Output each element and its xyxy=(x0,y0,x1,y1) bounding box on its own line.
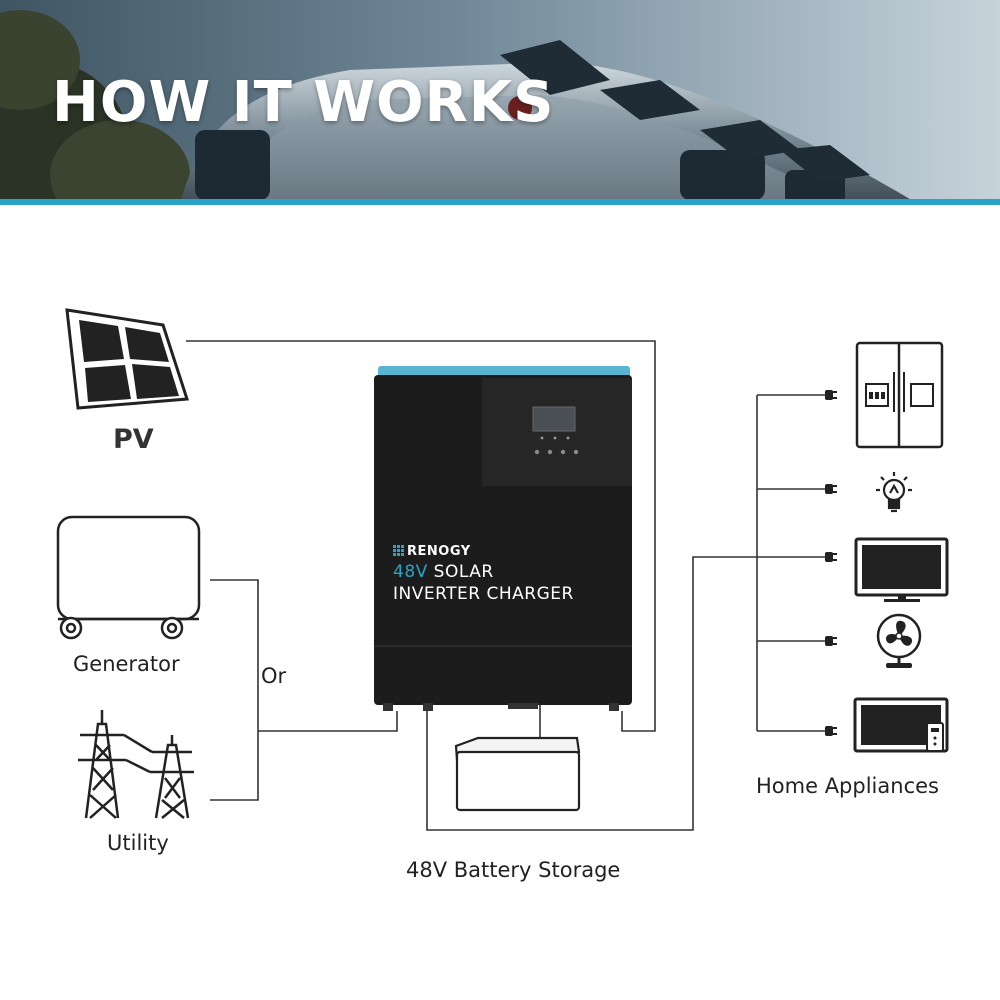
source-selector-wire xyxy=(210,579,259,801)
plug-icon xyxy=(825,636,837,646)
plug-icon xyxy=(825,726,837,736)
banner-title: HOW IT WORKS xyxy=(52,70,555,135)
generator-label: Generator xyxy=(73,652,180,676)
plug-icon xyxy=(825,552,837,562)
utility-label: Utility xyxy=(107,831,169,855)
brand-name: RENOGY xyxy=(407,544,471,559)
brand-grid-icon xyxy=(393,545,404,556)
or-label: Or xyxy=(261,664,287,688)
solar-panel-icon xyxy=(65,308,190,410)
lcd-display xyxy=(532,406,576,432)
device-voltage: 48V xyxy=(393,562,428,582)
ac-output-wire xyxy=(426,556,825,831)
fan-icon xyxy=(876,613,922,668)
wiring xyxy=(186,340,825,831)
battery-label: 48V Battery Storage xyxy=(406,858,621,882)
power-tower-icon xyxy=(78,710,194,819)
ac-input-wire xyxy=(258,711,398,732)
tv-icon xyxy=(854,537,949,602)
pv-label: PV xyxy=(113,424,154,455)
device-title-line2: INVERTER CHARGER xyxy=(393,584,574,604)
brand-logo: RENOGY xyxy=(393,544,471,559)
banner-photo xyxy=(0,0,1000,205)
device-title-line1: 48V SOLAR xyxy=(393,562,494,582)
plug-icon xyxy=(825,484,837,494)
plug-icons xyxy=(825,390,837,736)
air-conditioner-icon xyxy=(853,697,949,753)
inverter-charger-device xyxy=(374,366,632,711)
plug-icon xyxy=(825,390,837,400)
generator-icon xyxy=(56,515,201,640)
header-banner: HOW IT WORKS xyxy=(0,0,1000,205)
light-bulb-icon xyxy=(876,472,912,513)
home-appliances-label: Home Appliances xyxy=(756,774,939,798)
pv-wire xyxy=(186,340,656,732)
refrigerator-icon xyxy=(855,341,944,449)
device-title-rest: SOLAR xyxy=(427,562,494,582)
battery-icon xyxy=(454,736,581,812)
